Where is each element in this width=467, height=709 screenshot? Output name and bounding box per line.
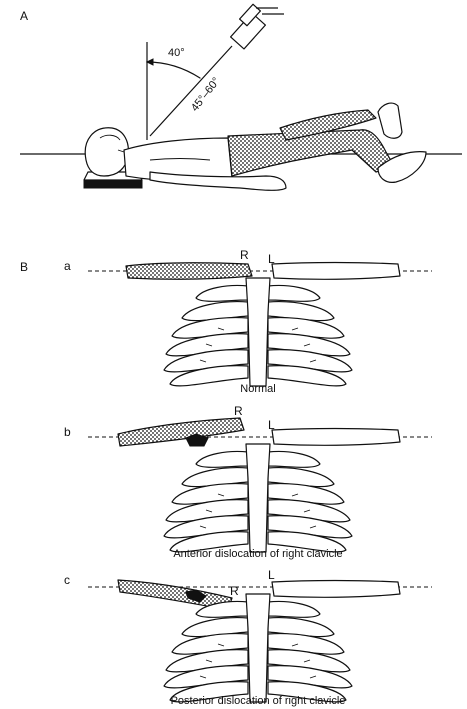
ribcage — [164, 594, 352, 702]
head-block — [84, 180, 142, 188]
panel-a: A 40° 45°–60° — [20, 4, 462, 190]
patient-figure — [85, 103, 426, 190]
angle-beam-label: 45°–60° — [189, 75, 223, 113]
caption: Normal — [240, 383, 275, 395]
ribcage — [164, 444, 352, 552]
right-clavicle — [118, 418, 244, 446]
ribcage — [164, 278, 352, 386]
diagram-normal: a R L Normal — [64, 248, 432, 395]
panel-a-label: A — [20, 9, 28, 23]
right-clavicle — [126, 263, 252, 280]
sub-label: a — [64, 259, 71, 273]
right-side-label: R — [230, 584, 239, 598]
left-clavicle — [272, 581, 400, 598]
angle-vertical-label: 40° — [168, 47, 185, 59]
diagram-anterior-dislocation: b R L Anterior dislocation of right clav… — [64, 404, 432, 560]
diagram-posterior-dislocation: c R L Posterior dislocation of right cla… — [64, 568, 432, 707]
left-side-label: L — [268, 568, 275, 582]
xray-beam-line — [150, 46, 232, 136]
angle-arc — [147, 62, 200, 78]
xray-tube-icon — [231, 4, 284, 49]
left-clavicle — [272, 263, 400, 280]
right-side-label: R — [234, 404, 243, 418]
right-side-label: R — [240, 248, 249, 262]
caption: Posterior dislocation of right clavicle — [171, 695, 346, 707]
panel-b-label: B — [20, 260, 28, 274]
sub-label: b — [64, 425, 71, 439]
left-clavicle — [272, 429, 400, 446]
angle-arrow-icon — [147, 59, 153, 65]
caption: Anterior dislocation of right clavicle — [173, 548, 342, 560]
panel-b: B a R L Normal b R L Anterior disl — [20, 248, 432, 707]
sub-label: c — [64, 573, 70, 587]
